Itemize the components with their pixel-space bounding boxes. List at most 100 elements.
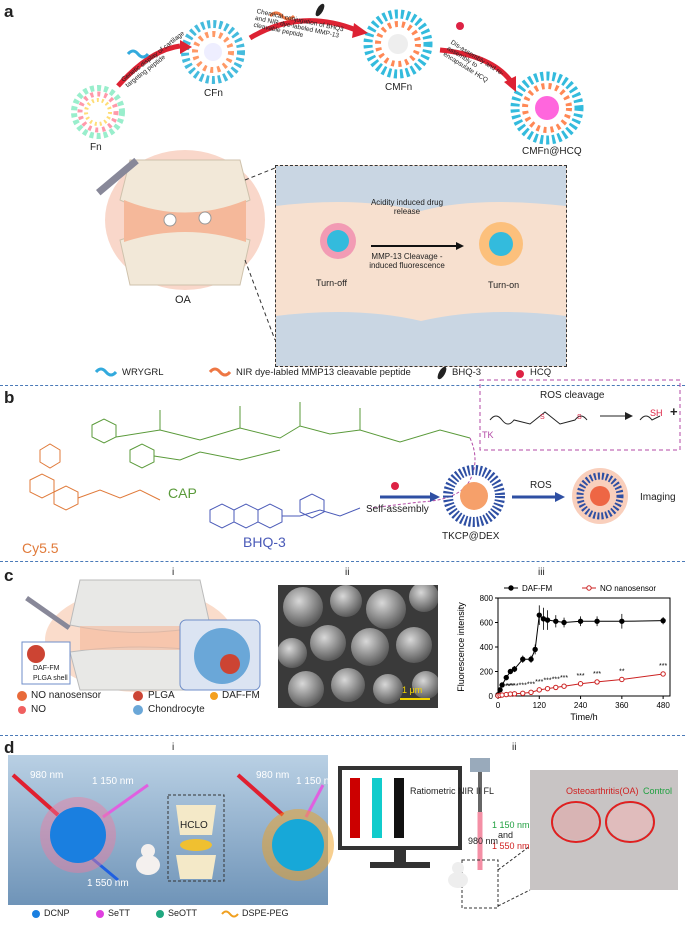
legend-bhq: BHQ-3	[452, 367, 482, 378]
x-tick-label: 120	[533, 701, 547, 710]
cmfn-graphic	[363, 9, 433, 79]
y-tick-label: 400	[480, 643, 494, 652]
daf-fm-callout: DAF-FM	[33, 665, 60, 672]
legend-d-icons	[32, 910, 239, 918]
data-point	[553, 684, 559, 691]
imaging-text: Imaging	[640, 492, 676, 503]
wrygrl-icon	[94, 367, 118, 377]
hclo-label: HCLO	[180, 820, 208, 831]
significance-marker: ***	[560, 675, 568, 682]
stage-label-cmfn: CMFn	[385, 82, 413, 93]
significance-marker: ***	[576, 673, 584, 680]
arrow-1	[116, 43, 181, 88]
turn-off-label: Turn-off	[316, 278, 348, 288]
legend-daf-fm: DAF-FM	[222, 690, 260, 701]
data-point	[511, 666, 518, 672]
y-tick-label: 200	[480, 668, 494, 677]
d-980-label-1: 980 nm	[30, 770, 64, 781]
dcnp-icon	[32, 910, 40, 918]
hcq-icon	[516, 370, 524, 378]
plus-sign: +	[670, 404, 678, 419]
plga-icon	[133, 691, 143, 701]
no-icon	[18, 706, 26, 714]
y-tick-label: 800	[480, 594, 494, 603]
data-point	[497, 687, 503, 693]
self-assembly-text: Self-assembly	[366, 504, 429, 515]
dspe-peg-icon	[221, 910, 239, 918]
data-point	[660, 671, 666, 677]
panel-label-b: b	[4, 388, 15, 407]
bhq3-label: BHQ-3	[243, 534, 286, 550]
arrow-2	[248, 18, 357, 41]
x-tick-label: 0	[496, 701, 501, 710]
oa-label: OA	[175, 294, 191, 306]
sett-icon	[96, 910, 104, 918]
ros-cleavage-text: ROS cleavage	[540, 390, 605, 401]
data-point	[561, 619, 567, 626]
data-point	[520, 656, 526, 662]
legend-dspe-peg: DSPE-PEG	[242, 908, 289, 918]
seott-icon	[156, 910, 164, 918]
plga-shell-callout: PLGA shell	[33, 675, 68, 682]
legend-wrygrl: WRYGRL	[122, 367, 164, 378]
data-point	[520, 690, 526, 697]
d-1550-label-ii: 1 550 nm	[492, 841, 530, 851]
data-point	[528, 689, 534, 696]
data-point	[553, 618, 559, 624]
panel-a-stage-graphics	[71, 3, 584, 145]
data-point	[577, 681, 584, 687]
legend-no: NO	[31, 704, 46, 715]
y-tick-label: 0	[489, 692, 494, 701]
panel-label-a: a	[4, 2, 14, 21]
d-1150-label-ii: 1 150 nm	[492, 820, 530, 830]
legend-chondrocyte: Chondrocyte	[148, 704, 205, 715]
legend-marker	[586, 585, 592, 591]
cy55-label: Cy5.5	[22, 540, 59, 556]
significance-marker: ***	[659, 663, 667, 670]
turn-on-label: Turn-on	[488, 280, 520, 290]
c-sub-ii: ii	[345, 567, 350, 578]
cmfn-hcq-graphic	[510, 71, 584, 145]
arrow-3	[439, 47, 512, 82]
hcq-icon-small	[456, 22, 464, 30]
zoom-box	[275, 165, 567, 367]
significance-marker: ***	[502, 684, 510, 691]
peptide-icon-small	[268, 11, 296, 21]
d-980-label-ii: 980 nm	[468, 836, 499, 846]
significance-marker: ***	[593, 671, 601, 678]
panel-label-d: d	[4, 738, 15, 757]
legend-label: NO nanosensor	[600, 584, 656, 593]
bhq-icon-small	[315, 3, 325, 17]
legend-plga: PLGA	[148, 690, 175, 701]
legend-a-icons	[94, 366, 524, 380]
legend-marker	[508, 585, 514, 591]
bhq-icon	[437, 366, 447, 380]
scale-label: 1 μm	[402, 685, 423, 695]
control-region-label: Control	[643, 786, 673, 796]
legend-sett: SeTT	[108, 908, 131, 918]
data-point	[511, 691, 518, 697]
panel-d-i-graphic	[11, 773, 334, 882]
significance-marker: ***	[527, 681, 535, 688]
stage-label-fn: Fn	[90, 142, 102, 153]
x-tick-label: 240	[574, 701, 588, 710]
sh-label: SH	[650, 408, 663, 418]
significance-marker: **	[619, 668, 625, 675]
significance-marker: ***	[543, 678, 551, 685]
d-980-label-2: 980 nm	[256, 770, 290, 781]
data-point	[536, 612, 542, 618]
acid-text: Acidity induced drug release	[370, 198, 444, 216]
significance-marker: ***	[535, 679, 543, 686]
separator-ab	[0, 385, 685, 386]
mmp-text: MMP-13 Cleavage -induced fluorescence	[369, 252, 445, 270]
s-label-2: S	[577, 414, 582, 421]
legend-label: DAF-FM	[522, 584, 553, 593]
legend-nir-peptide: NIR dye-labled MMP13 cleavable peptide	[236, 367, 411, 378]
daf-fm-icon	[210, 692, 218, 700]
tkcp-dex-label: TKCP@DEX	[442, 531, 500, 542]
oa-region-label: Osteoarthritis(OA)	[566, 786, 639, 796]
panel-d-ii-graphic	[338, 758, 678, 909]
tk-label: TK	[482, 430, 494, 440]
legend-seott: SeOTT	[168, 908, 198, 918]
separator-bc	[0, 561, 685, 562]
